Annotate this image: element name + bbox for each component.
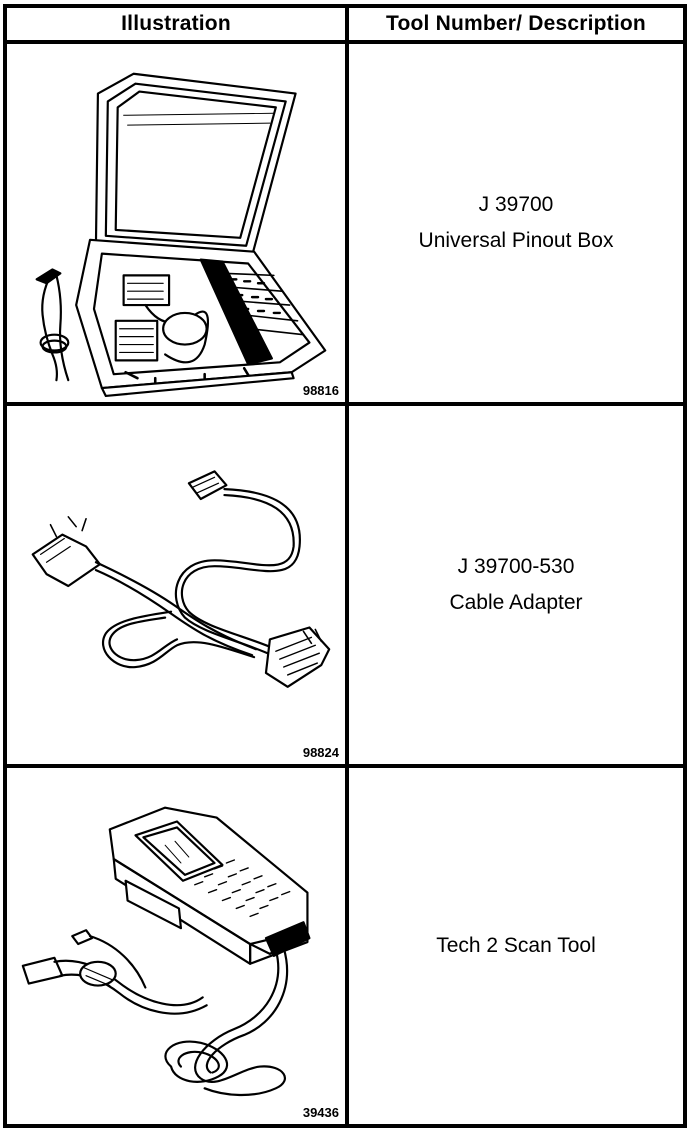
cable-adapter-icon	[31, 470, 331, 688]
description-cell: Tech 2 Scan Tool	[345, 764, 687, 1128]
table-row: 98816 J 39700 Universal Pinout Box	[3, 40, 687, 406]
tool-name: Tech 2 Scan Tool	[436, 934, 596, 957]
scan-tool-icon	[21, 806, 311, 1097]
table-row: 39436 Tech 2 Scan Tool	[3, 764, 687, 1128]
pinout-box-case-icon	[35, 72, 327, 398]
tool-name: Universal Pinout Box	[418, 229, 614, 252]
header-row: Illustration Tool Number/ Description	[3, 4, 687, 44]
tool-number: J 39700	[478, 193, 554, 216]
header-illustration: Illustration	[3, 4, 349, 44]
illustration-cell: 98816	[3, 40, 349, 406]
figure-number: 98816	[302, 383, 339, 398]
figure-number: 39436	[302, 1105, 339, 1120]
header-description: Tool Number/ Description	[345, 4, 687, 44]
figure-number: 98824	[302, 745, 339, 760]
illustration-cell: 98824	[3, 402, 349, 768]
tool-name: Cable Adapter	[449, 591, 583, 614]
illustration-cell: 39436	[3, 764, 349, 1128]
table-row: 98824 J 39700-530 Cable Adapter	[3, 402, 687, 768]
description-cell: J 39700-530 Cable Adapter	[345, 402, 687, 768]
tool-number: J 39700-530	[457, 555, 575, 578]
tool-table-sheet: Illustration Tool Number/ Description	[3, 4, 687, 1139]
tool-table: Illustration Tool Number/ Description	[3, 4, 687, 1128]
description-cell: J 39700 Universal Pinout Box	[345, 40, 687, 406]
